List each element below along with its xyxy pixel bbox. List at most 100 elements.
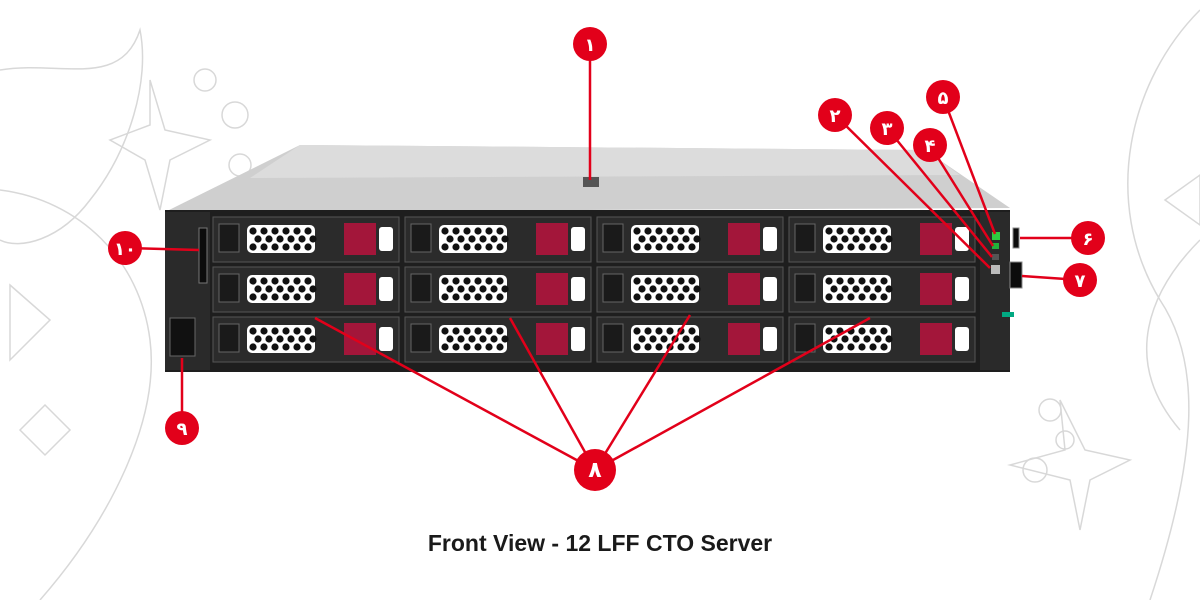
drive-release-latch[interactable]	[920, 273, 952, 305]
callout-leader-line	[508, 317, 597, 471]
callout-marker	[573, 27, 607, 61]
drive-release-latch[interactable]	[920, 323, 952, 355]
callout-leader-line	[928, 144, 995, 247]
callout-number: ۲	[830, 106, 841, 127]
callout-leader-line	[314, 316, 596, 472]
drive-bay[interactable]	[788, 316, 976, 363]
hpe-logo-badge	[1002, 312, 1014, 317]
drive-release-latch[interactable]	[536, 323, 568, 355]
drive-label	[410, 223, 432, 253]
drive-bay[interactable]	[404, 216, 592, 263]
callout-number: ۱	[585, 35, 596, 56]
drive-vent-grille	[439, 225, 509, 253]
callout-number: ۹	[177, 419, 188, 440]
drive-label	[602, 223, 624, 253]
drive-vent-grille	[631, 225, 701, 253]
drive-bay[interactable]	[212, 316, 400, 363]
drive-bay[interactable]	[596, 316, 784, 363]
drive-vent-grille	[247, 325, 317, 353]
drive-release-latch[interactable]	[536, 223, 568, 255]
callout-9: ۹	[165, 358, 199, 445]
drive-side-vent	[571, 277, 585, 301]
drive-side-vent	[379, 327, 393, 351]
drive-side-vent	[955, 327, 969, 351]
drive-release-latch[interactable]	[344, 323, 376, 355]
drive-release-latch[interactable]	[344, 223, 376, 255]
nic-led	[992, 254, 999, 260]
callout-number: ۸	[588, 458, 602, 483]
callout-number: ۴	[925, 136, 936, 157]
drive-side-vent	[379, 227, 393, 251]
display-port[interactable]	[198, 227, 208, 284]
callout-7: ۷	[1021, 263, 1097, 297]
drive-side-vent	[955, 277, 969, 301]
callout-number: ۵	[938, 88, 949, 109]
drive-bay[interactable]	[212, 266, 400, 313]
callout-3: ۳	[870, 111, 993, 258]
drive-vent-grille	[823, 325, 893, 353]
drive-side-vent	[763, 327, 777, 351]
drive-bay[interactable]	[596, 216, 784, 263]
power-button[interactable]	[992, 232, 1000, 240]
callout-number: ۱۰	[114, 239, 136, 260]
drive-release-latch[interactable]	[344, 273, 376, 305]
callout-marker	[870, 111, 904, 145]
callout-10: ۱۰	[108, 231, 200, 265]
callout-marker	[926, 80, 960, 114]
uid-button[interactable]	[991, 265, 1000, 274]
drive-side-vent	[571, 327, 585, 351]
figure-caption: Front View - 12 LFF CTO Server	[427, 530, 773, 556]
usb-port[interactable]	[1009, 261, 1023, 289]
drive-vent-grille	[439, 325, 509, 353]
callout-marker	[1071, 221, 1105, 255]
background-ornament	[0, 9, 1200, 600]
drive-release-latch[interactable]	[728, 223, 760, 255]
drive-side-vent	[379, 277, 393, 301]
health-led	[992, 243, 999, 249]
callout-4: ۴	[913, 128, 995, 247]
top-cover-latch[interactable]	[583, 177, 599, 187]
callout-marker	[165, 411, 199, 445]
callout-leader-line	[594, 316, 871, 472]
server-chassis	[165, 145, 1023, 372]
drive-release-latch[interactable]	[728, 273, 760, 305]
callout-2: ۲	[818, 98, 991, 269]
drive-side-vent	[763, 277, 777, 301]
drive-label	[602, 273, 624, 303]
callout-number: ۳	[882, 119, 893, 140]
drive-label	[218, 273, 240, 303]
drive-vent-grille	[823, 275, 893, 303]
drive-vent-grille	[247, 275, 317, 303]
callout-marker	[108, 231, 142, 265]
drive-label	[410, 323, 432, 353]
drive-bay[interactable]	[596, 266, 784, 313]
callout-6: ۶	[1020, 221, 1105, 255]
callout-leader-line	[886, 127, 993, 258]
drive-release-latch[interactable]	[536, 273, 568, 305]
drive-label	[602, 323, 624, 353]
callout-leader-line	[834, 114, 991, 269]
drive-release-latch[interactable]	[920, 223, 952, 255]
drive-bay[interactable]	[212, 216, 400, 263]
drive-label	[410, 273, 432, 303]
chassis-top-highlight	[250, 145, 960, 178]
callout-5: ۵	[926, 80, 997, 235]
drive-bay[interactable]	[404, 266, 592, 313]
drive-vent-grille	[247, 225, 317, 253]
drive-bay[interactable]	[788, 266, 976, 313]
callout-marker	[913, 128, 947, 162]
drive-side-vent	[763, 227, 777, 251]
drive-label	[794, 323, 816, 353]
drive-label	[218, 223, 240, 253]
drive-vent-grille	[439, 275, 509, 303]
usb-port[interactable]	[1012, 227, 1020, 249]
callout-marker	[574, 449, 616, 491]
drive-bay[interactable]	[788, 216, 976, 263]
drive-vent-grille	[823, 225, 893, 253]
drive-side-vent	[571, 227, 585, 251]
callout-8: ۸	[314, 314, 871, 491]
drive-bay[interactable]	[404, 316, 592, 363]
drive-release-latch[interactable]	[728, 323, 760, 355]
serial-label-pull-tab[interactable]	[169, 317, 196, 357]
